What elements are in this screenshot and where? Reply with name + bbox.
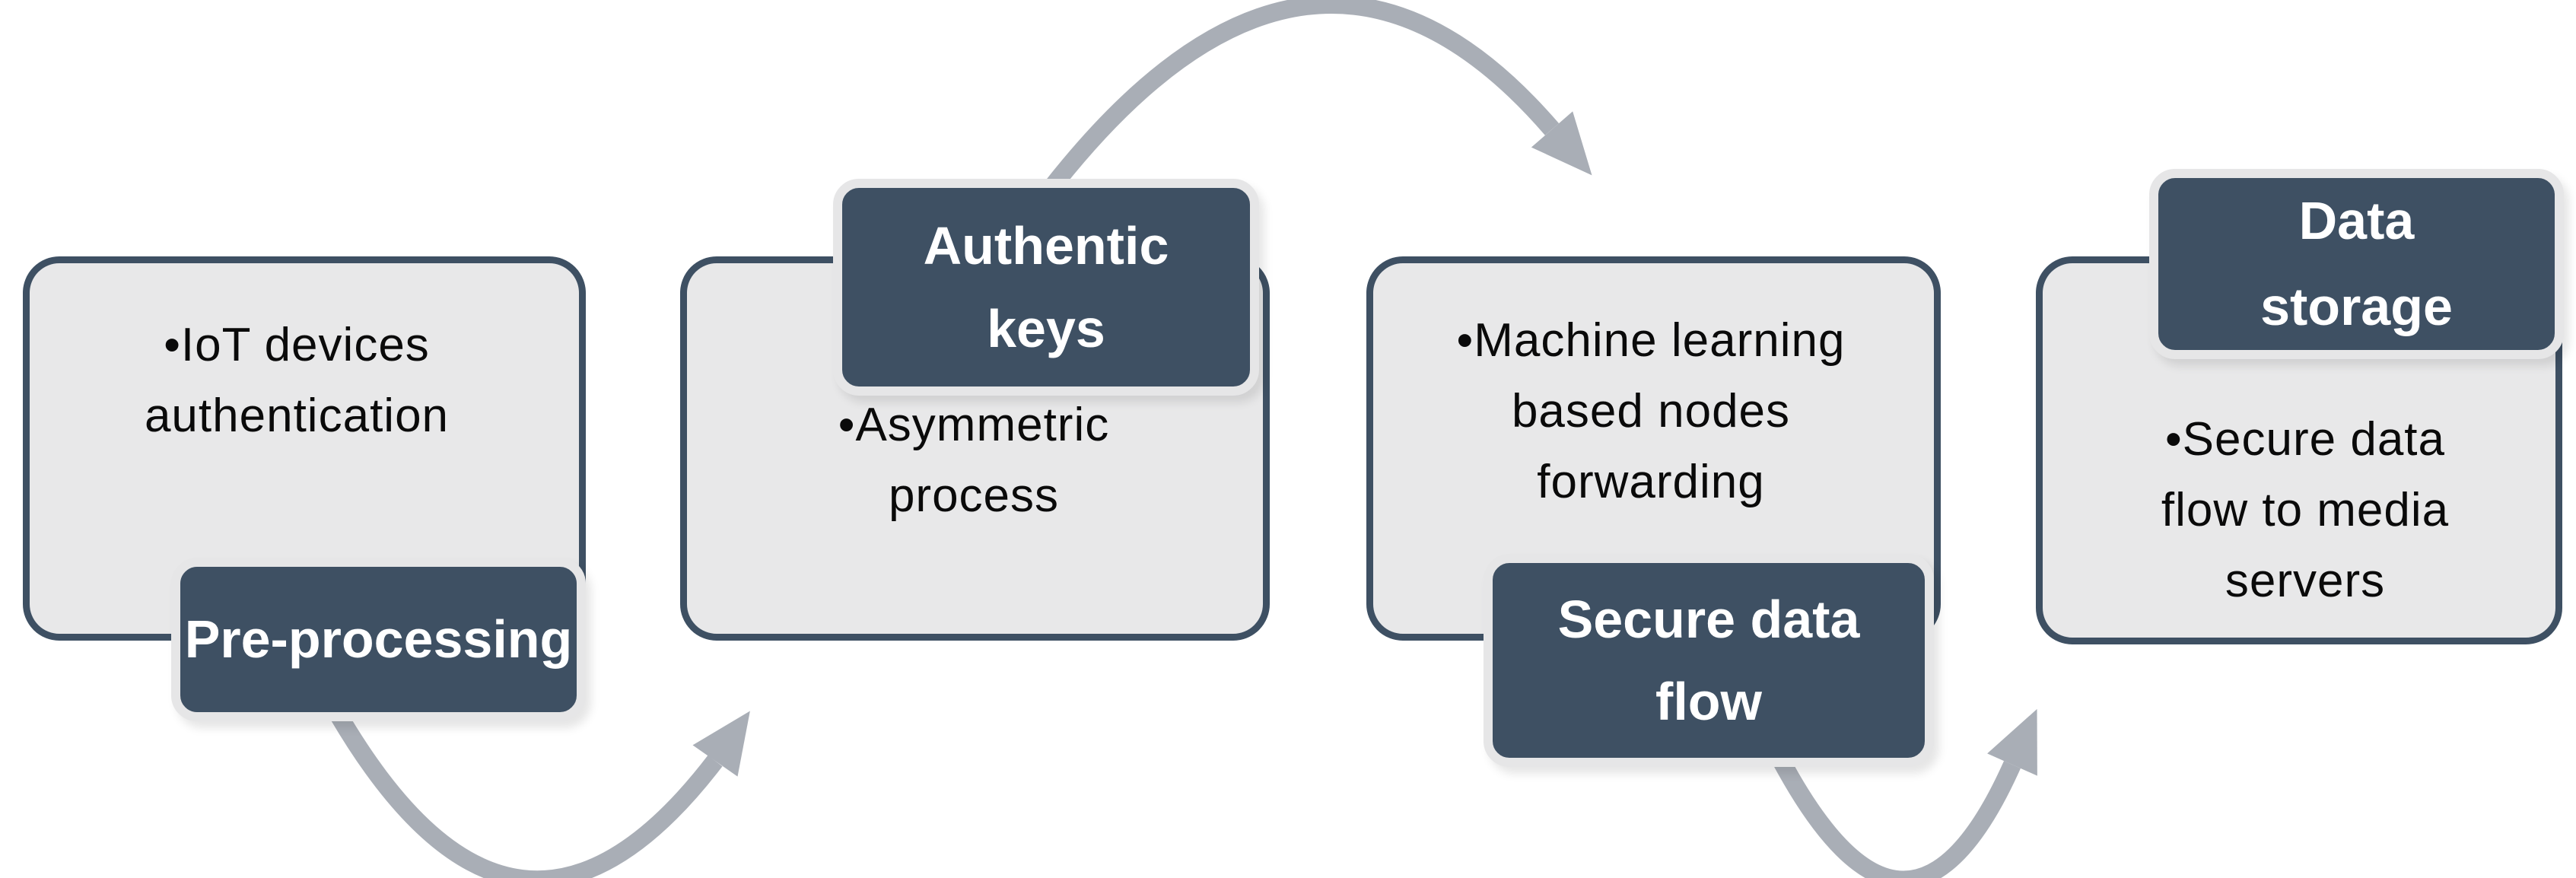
step-label-pre-processing: Pre-processing bbox=[171, 558, 586, 721]
curved-arrow-1-icon bbox=[330, 710, 750, 878]
curved-arrow-3-icon bbox=[1757, 708, 2037, 878]
step-label-data-storage: Data storage bbox=[2149, 169, 2564, 359]
step-label-secure-data-flow: Secure data flow bbox=[1484, 554, 1934, 767]
step-body-data-storage: •Secure data flow to media servers bbox=[2161, 412, 2450, 607]
curved-arrow-2-icon bbox=[1041, 0, 1592, 198]
step-label-authentic-keys: Authentic keys bbox=[833, 179, 1259, 396]
step-body-secure-data-flow: •Machine learning based nodes forwarding bbox=[1456, 313, 1846, 508]
step-body-pre-processing: •IoT devices authentication bbox=[144, 319, 450, 442]
step-body-authentic-keys: •Asymmetric process bbox=[838, 399, 1110, 522]
